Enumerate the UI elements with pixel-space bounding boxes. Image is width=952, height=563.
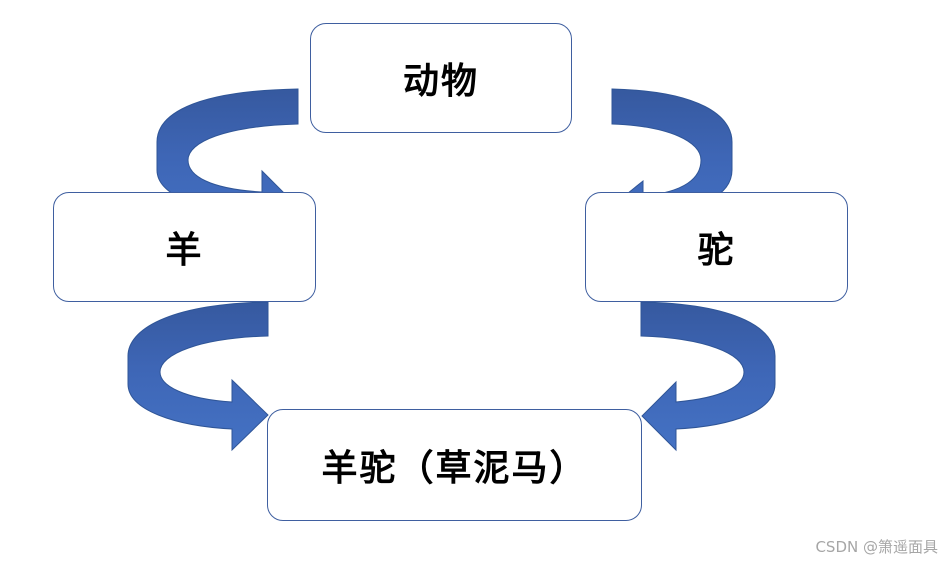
watermark: CSDN @箫遥面具	[815, 538, 938, 556]
node-camel: 驼	[585, 192, 848, 302]
curved-arrow-sheep-to-alpaca	[127, 301, 269, 452]
node-sheep: 羊	[53, 192, 316, 302]
node-animal: 动物	[310, 23, 572, 133]
curved-arrow-camel-to-alpaca	[640, 301, 776, 452]
node-alpaca: 羊驼（草泥马）	[267, 409, 642, 521]
